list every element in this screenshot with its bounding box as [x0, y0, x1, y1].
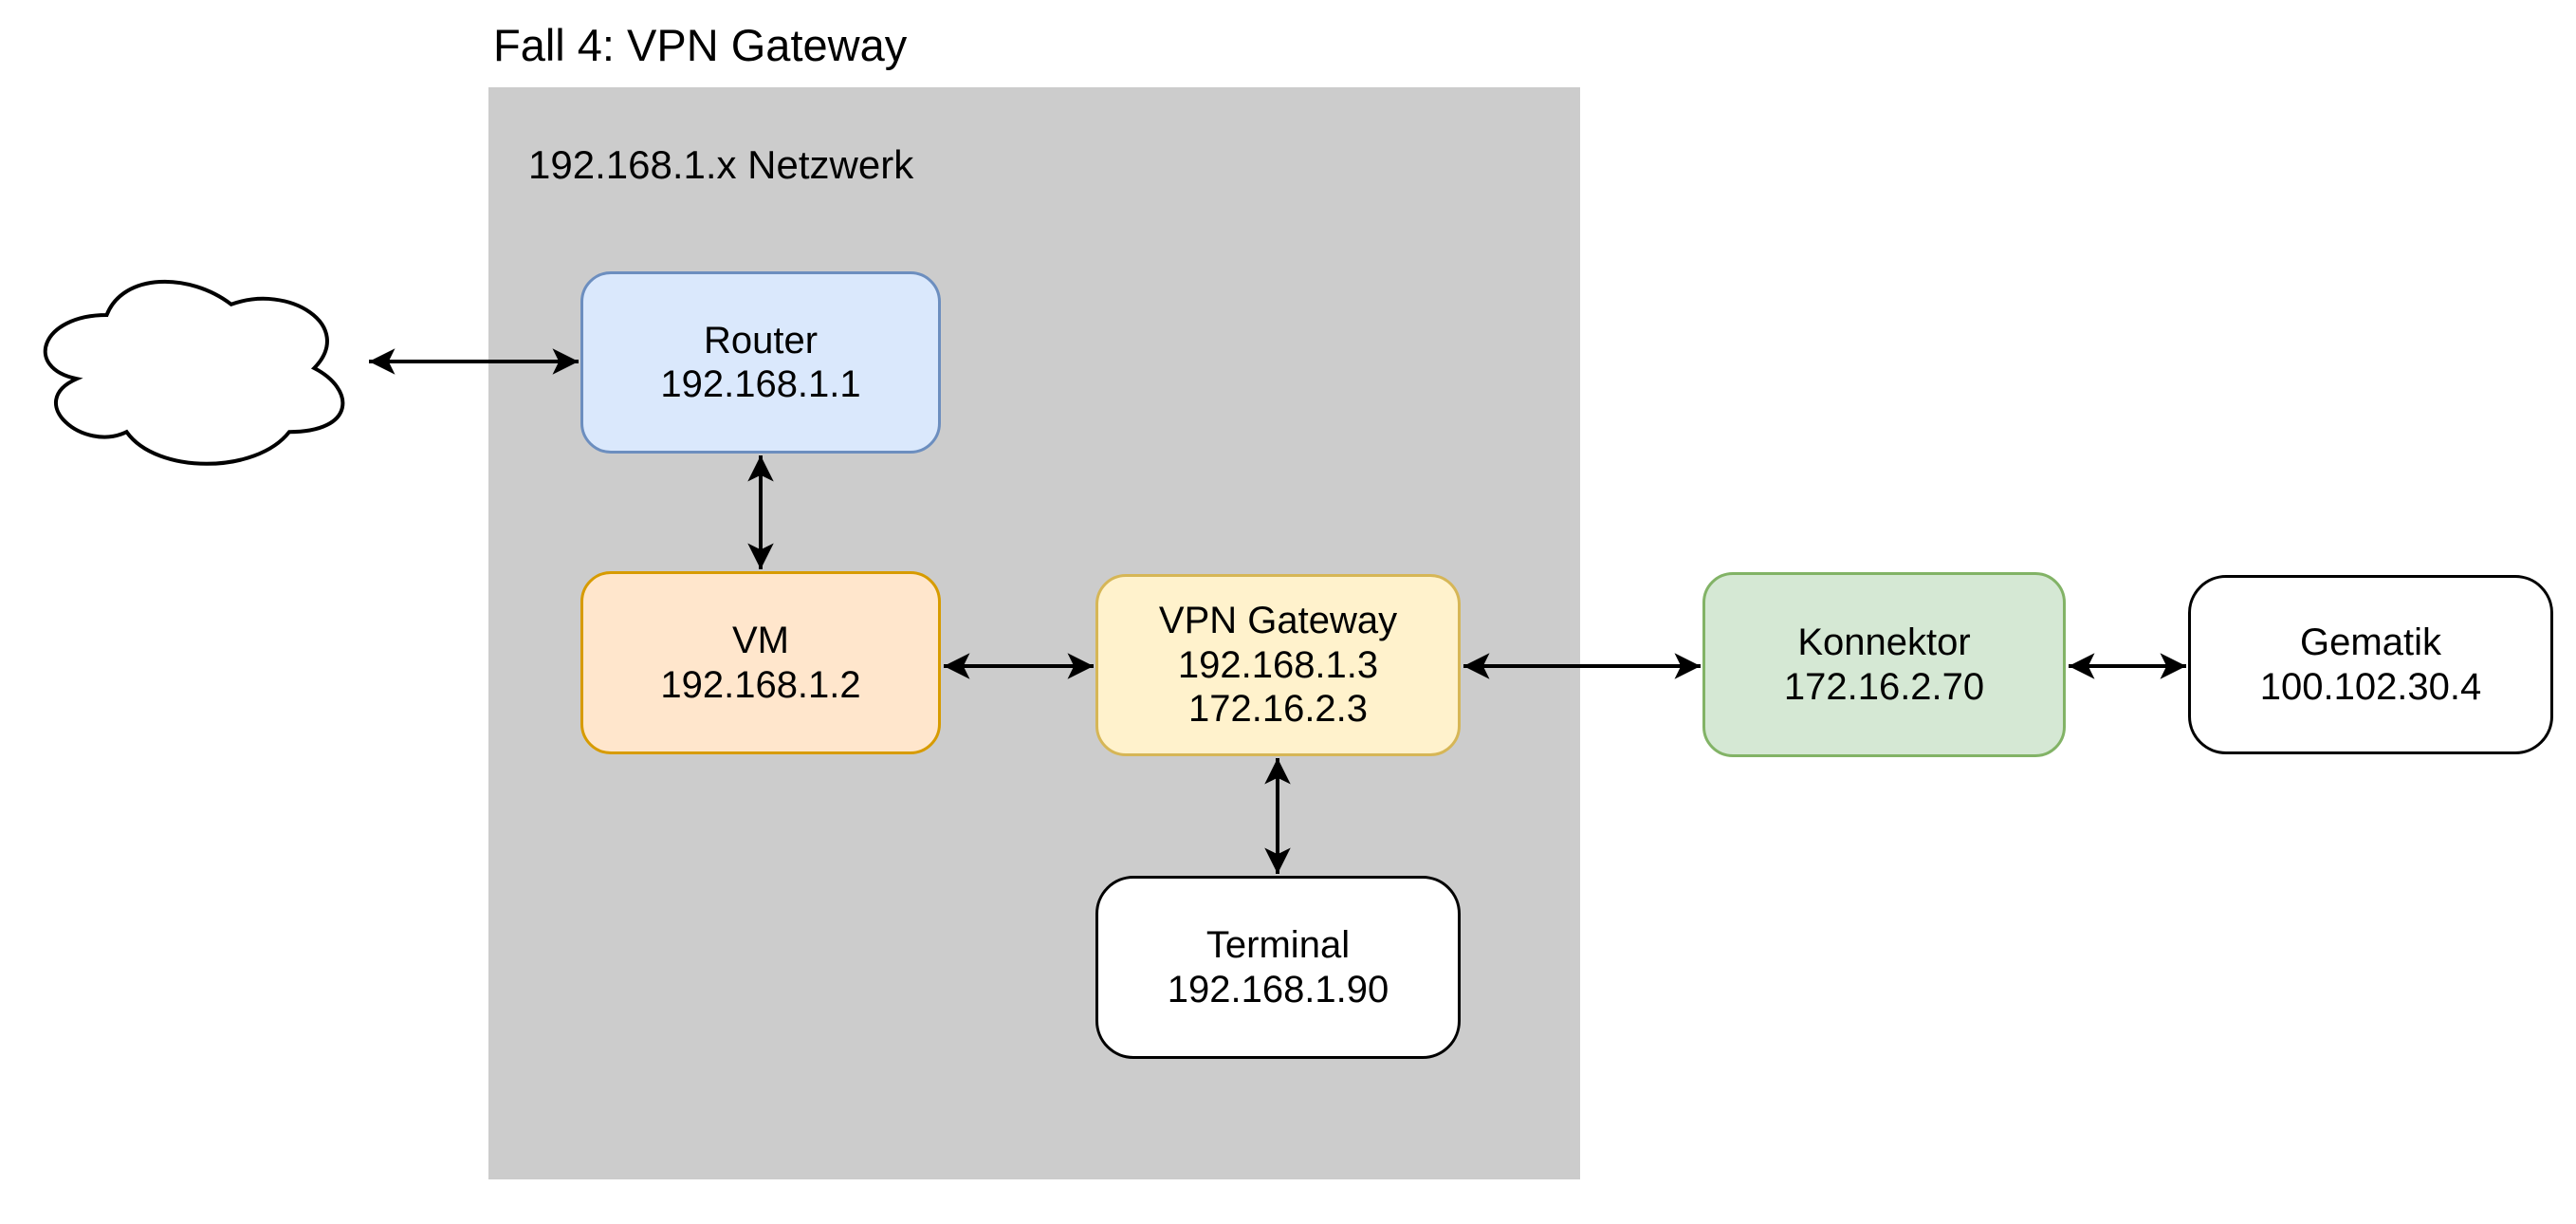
node-label-line: Gematik	[2300, 621, 2441, 664]
node-label-line: Konnektor	[1797, 621, 1971, 664]
node-label-line: VM	[732, 620, 789, 662]
node-label-line: 172.16.2.3	[1187, 688, 1369, 731]
node-label-line: Terminal	[1205, 924, 1351, 967]
node-label-line: 100.102.30.4	[2259, 665, 2482, 708]
node-label-line: 192.168.1.90	[1167, 968, 1389, 1011]
diagram-title: Fall 4: VPN Gateway	[493, 20, 908, 70]
node-label-line: 172.16.2.70	[1783, 665, 1985, 708]
node-label-line: 192.168.1.1	[660, 363, 861, 405]
node-label-line: 192.168.1.3	[1177, 643, 1379, 686]
node-label-line: Internet	[125, 346, 254, 389]
network-zone-label: 192.168.1.x Netzwerk	[528, 142, 914, 187]
node-label-line: Router	[703, 319, 819, 362]
node-label-line: 192.168.1.2	[660, 663, 861, 706]
node-internet: Internet	[24, 262, 356, 474]
node-label-line: VPN Gateway	[1158, 600, 1398, 642]
